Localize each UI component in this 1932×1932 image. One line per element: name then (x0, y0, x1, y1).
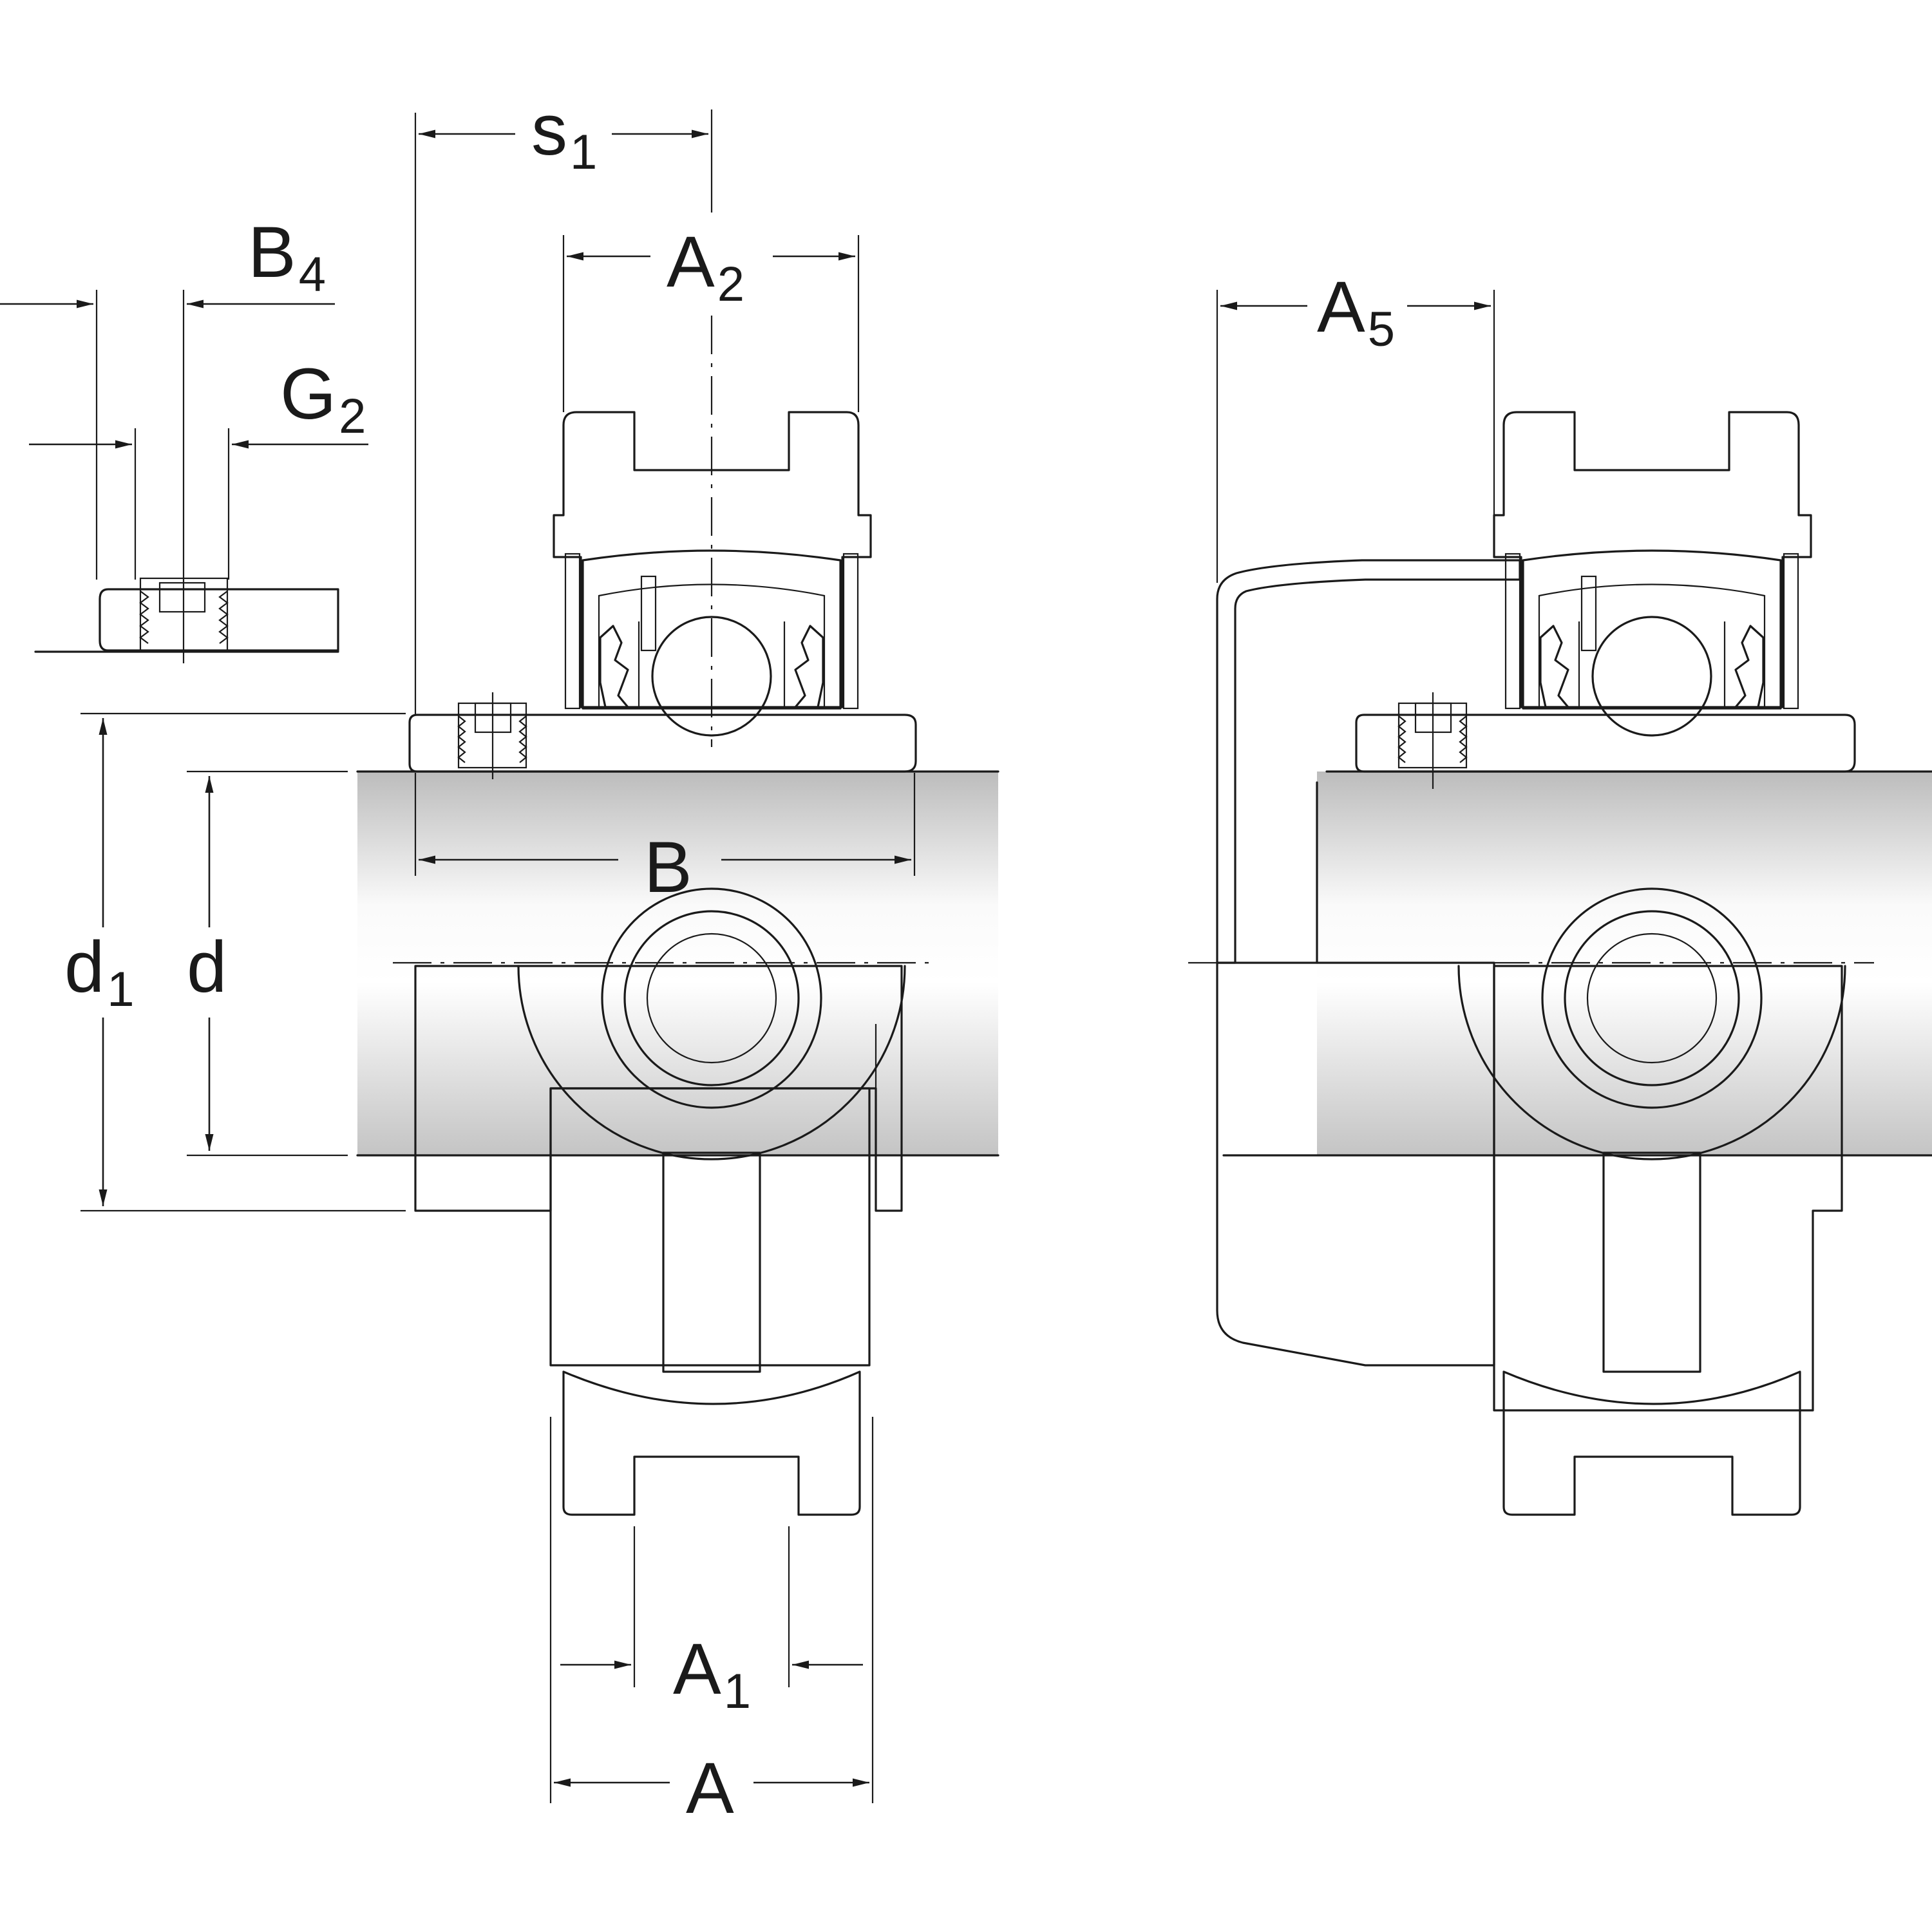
label-a2: A2 (667, 222, 744, 312)
inner-ring-right (1355, 692, 1856, 789)
ball-right (1591, 616, 1712, 737)
inner-ring-left (408, 692, 917, 779)
housing-upper-right (1493, 411, 1812, 737)
left-view (0, 109, 999, 1803)
label-d1: d1 (64, 927, 135, 1017)
label-d: d (187, 927, 227, 1007)
label-s1: s1 (531, 90, 597, 180)
detail-inset (34, 290, 339, 663)
end-cover (1216, 559, 1521, 1367)
label-a: A (686, 1748, 734, 1828)
right-view (1188, 290, 1932, 1516)
label-a5: A5 (1317, 267, 1395, 357)
housing-lower-left (414, 887, 906, 1516)
ball-left (651, 616, 772, 737)
label-b: B (644, 827, 692, 907)
dimension-labels: s1 A2 B4 G2 A5 B d1 d A1 A (64, 90, 1395, 1828)
label-a1: A1 (673, 1629, 751, 1719)
label-g2: G2 (280, 354, 366, 444)
label-b4: B4 (248, 212, 326, 302)
housing-lower-right (1457, 887, 1846, 1516)
housing-upper-left (553, 411, 872, 737)
